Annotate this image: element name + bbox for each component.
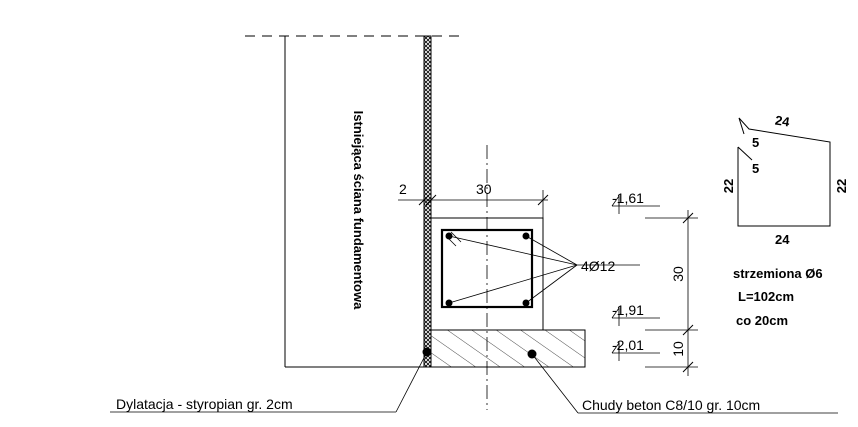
beam-section: 4Ø12: [430, 217, 640, 331]
stirrup-right-dim: 22: [834, 179, 849, 193]
dim-beam-height-label: 30: [670, 266, 686, 282]
top-dimension: 2 30: [398, 181, 549, 218]
existing-wall: Istniejąca ściana fundamentowa: [245, 35, 462, 368]
dim-gap-label: 2: [399, 181, 407, 197]
stirrup-left-dim: 22: [721, 179, 736, 193]
stirrup-detail: 24 5 5 22 22 24 strzemiona Ø6 L=102cm co…: [721, 113, 849, 328]
stirrup-hook-a: 5: [752, 135, 759, 150]
svg-text:-1,91: -1,91: [612, 302, 644, 318]
svg-text:-1,61: -1,61: [612, 190, 644, 206]
level-marker-top: -1,61: [611, 190, 660, 214]
dim-beam-width-label: 30: [476, 181, 492, 197]
stirrup-in-section: [440, 228, 534, 309]
stirrup-spec-line1: strzemiona Ø6: [733, 266, 823, 281]
lean-concrete: [430, 329, 586, 368]
level-marker-bottom: -2,01: [611, 337, 660, 361]
level-marker-mid: -1,91: [611, 302, 660, 326]
level-markers: -1,61 -1,91 -2,01: [611, 190, 660, 361]
left-callout-text: Dylatacja - styropian gr. 2cm: [116, 396, 293, 412]
left-callout: Dylatacja - styropian gr. 2cm: [110, 347, 432, 413]
right-callout: Chudy beton C8/10 gr. 10cm: [527, 349, 838, 414]
wall-label: Istniejąca ściana fundamentowa: [351, 111, 366, 310]
right-callout-text: Chudy beton C8/10 gr. 10cm: [582, 397, 760, 413]
svg-text:-2,01: -2,01: [612, 337, 644, 353]
stirrup-spec-line2: L=102cm: [738, 289, 794, 304]
stirrup-hook-b: 5: [752, 161, 759, 176]
stirrup-top-dim: 24: [774, 113, 791, 130]
stirrup-spec-line3: co 20cm: [736, 313, 788, 328]
right-dimension: 30 10: [645, 210, 698, 376]
dim-concrete-height-label: 10: [670, 341, 686, 357]
stirrup-bottom-dim: 24: [775, 232, 790, 247]
rebar-label: 4Ø12: [581, 258, 615, 274]
